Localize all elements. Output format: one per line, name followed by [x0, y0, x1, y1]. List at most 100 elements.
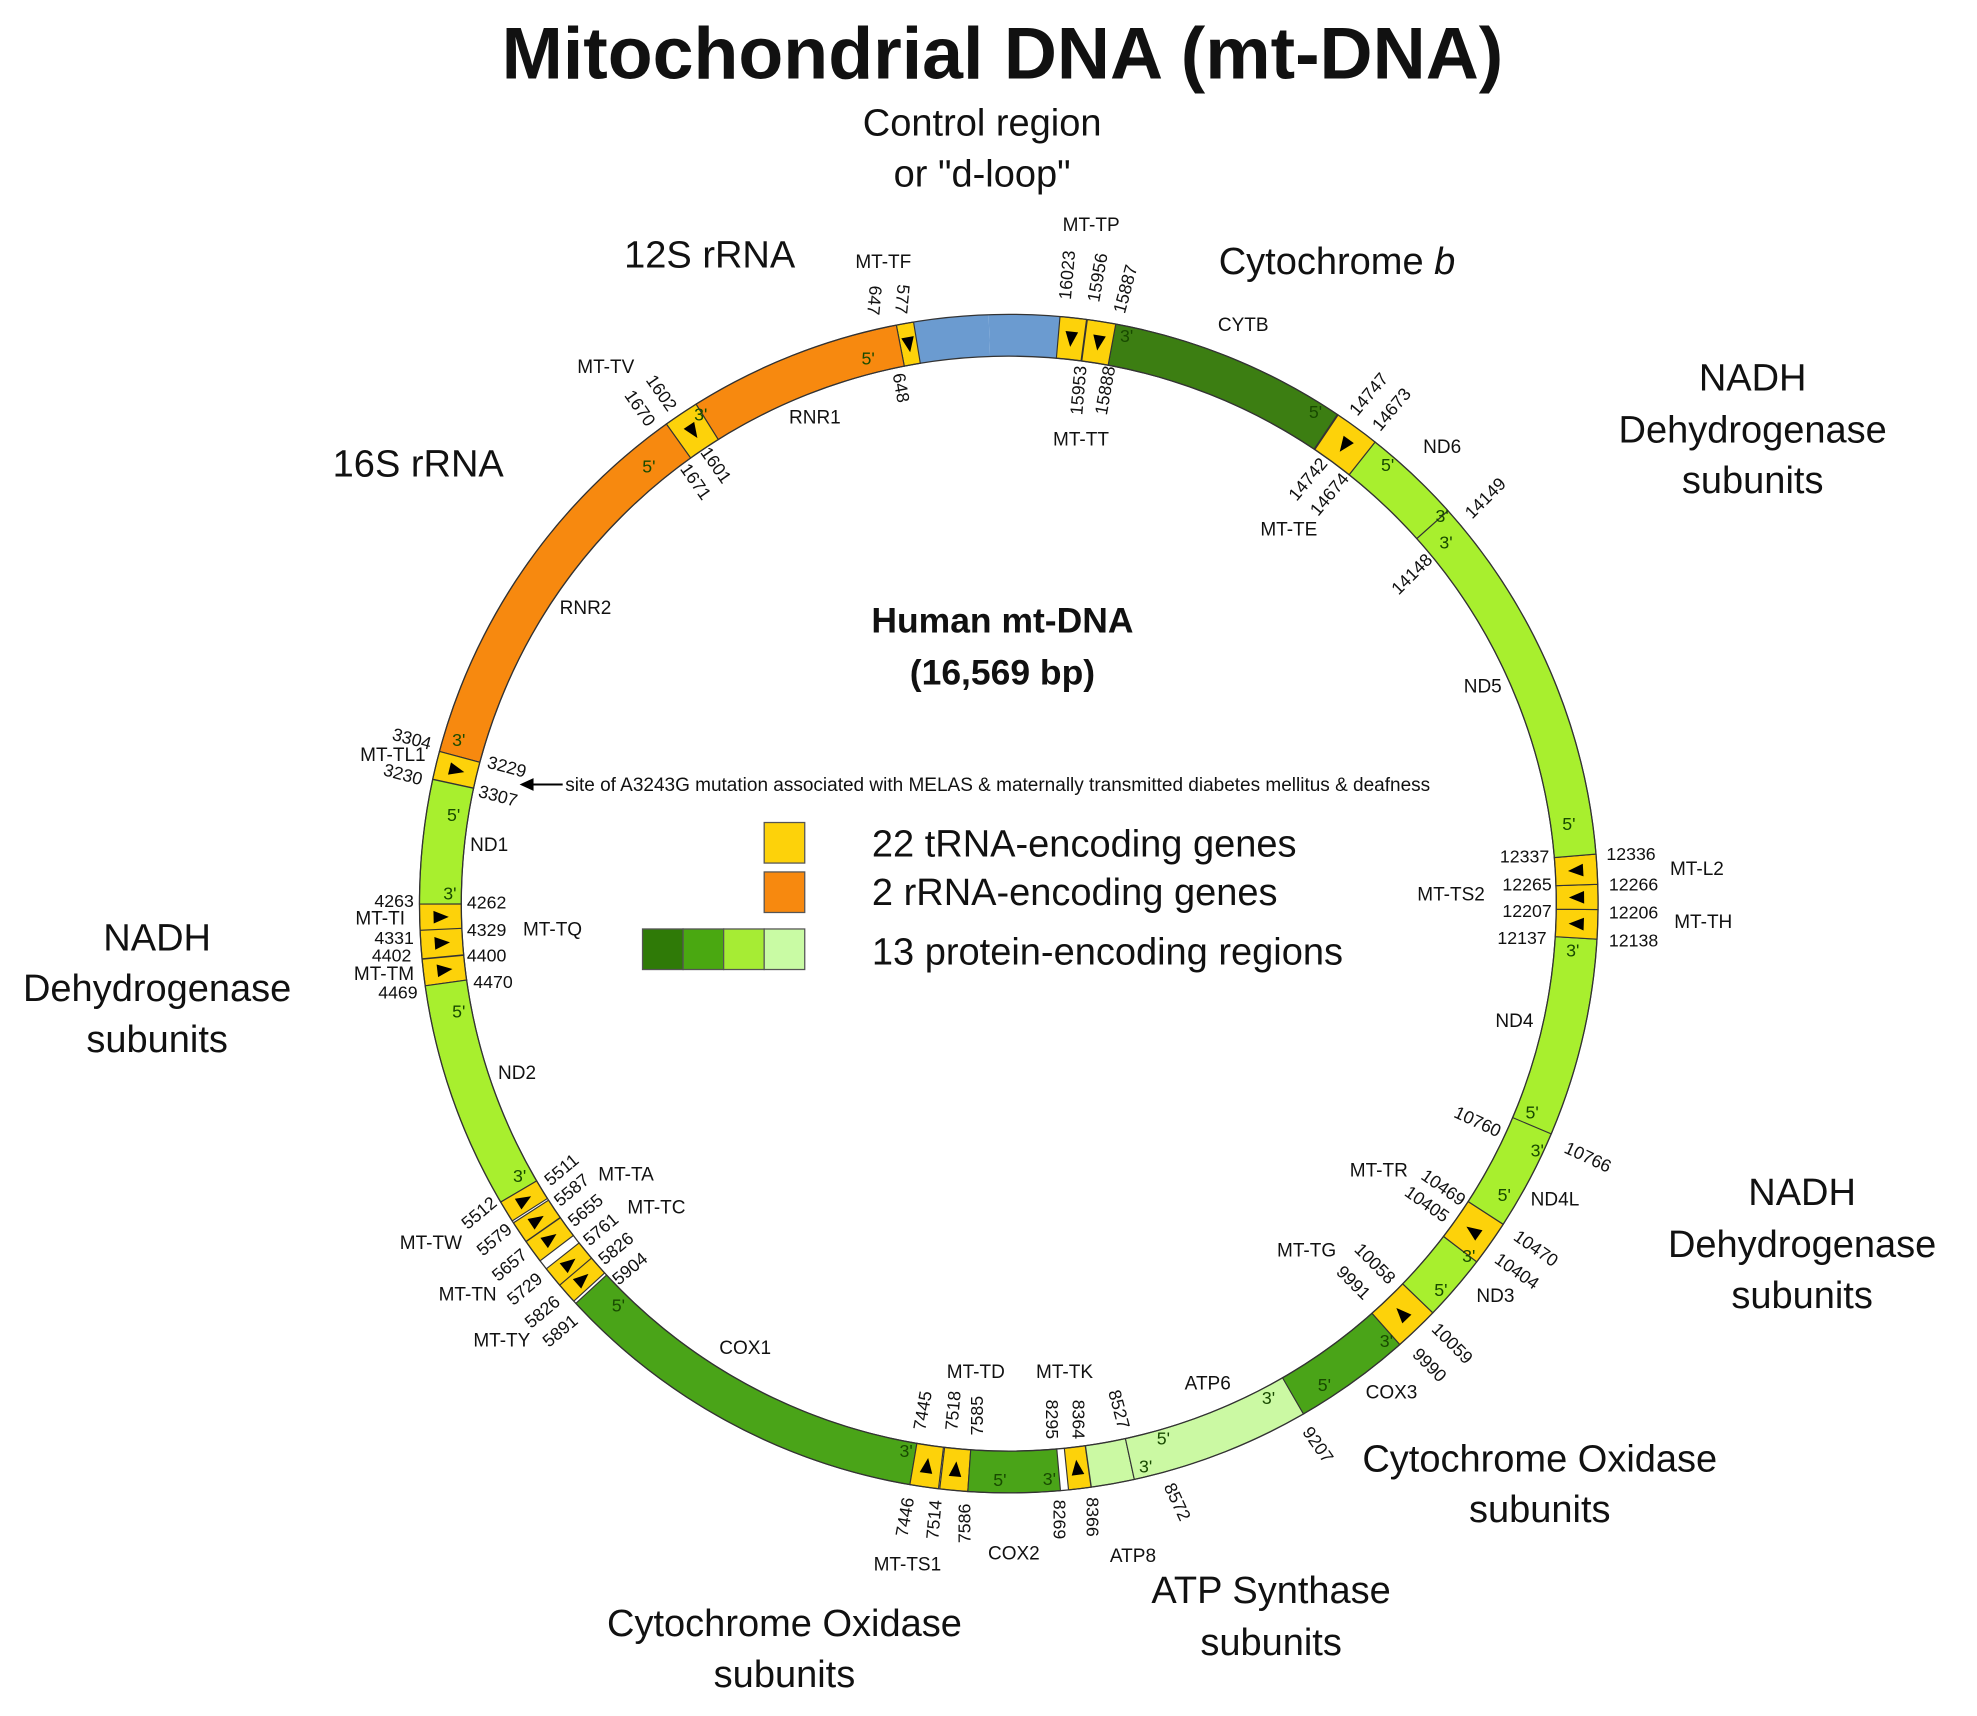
- mutation-note: site of A3243G mutation associated with …: [565, 775, 1430, 796]
- position-label: 7446: [892, 1496, 919, 1538]
- strand-end-label: 3': [899, 1441, 912, 1461]
- legend-swatch-protein-1: [641, 928, 684, 971]
- position-label: 12266: [1609, 875, 1658, 895]
- gene-label: ATP6: [1185, 1373, 1231, 1394]
- gene-label: ND2: [498, 1063, 536, 1084]
- strand-arrow-icon: [948, 1461, 962, 1478]
- strand-end-label: 3': [1380, 1331, 1393, 1351]
- strand-arrow-icon: [1568, 917, 1584, 931]
- strand-end-label: 5': [1498, 1185, 1511, 1205]
- legend-trna: 22 tRNA-encoding genes: [872, 824, 1297, 866]
- strand-end-label: 5': [1562, 814, 1575, 834]
- position-label: 577: [891, 284, 914, 315]
- strand-arrow-icon: [433, 910, 449, 924]
- strand-arrow-icon: [1339, 435, 1354, 452]
- gene-label: MT-TL1: [360, 745, 425, 766]
- gene-label: RNR2: [560, 598, 612, 619]
- strand-end-label: 5': [1309, 402, 1322, 422]
- strand-arrow-icon: [901, 336, 914, 353]
- gene-label: MT-TH: [1674, 912, 1732, 933]
- strand-arrow-icon: [919, 1457, 933, 1474]
- strand-arrow-icon: [540, 1234, 557, 1249]
- strand-end-label: 3': [1436, 506, 1449, 526]
- position-label: 648: [889, 372, 914, 405]
- gene-label: MT-TD: [947, 1362, 1005, 1383]
- strand-end-label: 3': [452, 730, 465, 750]
- strand-arrow-icon: [527, 1215, 544, 1230]
- strand-end-labels: 5'3'5'3'5'3'5'3'5'3'5'3'5'3'3'5'3'5'3'5'…: [443, 326, 1579, 1490]
- control-region-label-2: or "d-loop": [894, 153, 1071, 195]
- position-label: 10760: [1451, 1102, 1504, 1141]
- position-label: 4469: [378, 982, 418, 1002]
- position-label: 8527: [1104, 1388, 1134, 1431]
- position-label: 15888: [1091, 364, 1119, 416]
- strand-arrow-icon: [434, 937, 450, 950]
- gene-label: ATP8: [1110, 1546, 1156, 1567]
- strand-end-label: 3': [1120, 326, 1133, 346]
- cox-right-2: subunits: [1469, 1489, 1611, 1531]
- gene-label: COX2: [988, 1543, 1040, 1564]
- nadh-left-2: Dehydrogenase: [23, 968, 291, 1010]
- nadh-top-right-3: subunits: [1682, 460, 1824, 502]
- strand-arrow-icon: [1093, 334, 1106, 351]
- nadh-bottom-right-1: NADH: [1748, 1172, 1856, 1214]
- strand-end-label: 3': [1439, 532, 1452, 552]
- legend: 22 tRNA-encoding genes 2 rRNA-encoding g…: [641, 821, 1343, 973]
- nadh-left-3: subunits: [86, 1019, 228, 1061]
- legend-rrna: 2 rRNA-encoding genes: [872, 872, 1278, 914]
- gene-label: MT-TW: [400, 1233, 462, 1254]
- strand-end-label: 3': [1262, 1388, 1275, 1408]
- position-label: 15953: [1066, 365, 1090, 416]
- nadh-left-1: NADH: [103, 918, 211, 960]
- strand-end-label: 3': [694, 404, 707, 424]
- position-label: 12137: [1497, 928, 1546, 948]
- position-label: 8366: [1082, 1497, 1102, 1537]
- position-label: 4402: [372, 946, 411, 966]
- strand-end-label: 5': [993, 1470, 1006, 1490]
- gene-label: MT-TV: [577, 357, 634, 378]
- ring-border: [460, 355, 1557, 1452]
- strand-arrow-icon: [1396, 1308, 1412, 1324]
- position-label: 7514: [922, 1499, 945, 1540]
- cytochrome-b-label: Cytochrome b: [1219, 241, 1456, 283]
- nadh-bottom-right-2: Dehydrogenase: [1668, 1224, 1936, 1266]
- cox-right-1: Cytochrome Oxidase: [1362, 1438, 1717, 1480]
- gene-label: MT-TG: [1277, 1240, 1336, 1261]
- atp-synthase-1: ATP Synthase: [1151, 1570, 1390, 1612]
- gene-label: MT-TA: [598, 1164, 654, 1185]
- gene-label: MT-TS2: [1417, 884, 1485, 905]
- gene-label: MT-TS1: [874, 1555, 942, 1576]
- position-label: 7518: [941, 1390, 964, 1431]
- position-label: 9990: [1409, 1344, 1451, 1386]
- position-label: 15887: [1109, 263, 1141, 316]
- segment-cytb: [1107, 323, 1339, 450]
- strand-end-label: 3': [1566, 941, 1579, 961]
- region-labels: Control region or "d-loop" 12S rRNA 16S …: [23, 103, 1936, 1696]
- gene-label: COX1: [719, 1338, 771, 1359]
- strand-end-label: 5': [612, 1295, 625, 1315]
- strand-end-label: 3': [1462, 1246, 1475, 1266]
- strand-end-label: 3': [443, 883, 456, 903]
- position-label: 12265: [1502, 875, 1551, 895]
- strand-end-label: 5': [1434, 1280, 1447, 1300]
- strand-arrow-icon: [1466, 1226, 1483, 1241]
- position-label: 12207: [1502, 901, 1551, 921]
- mutation-arrow-icon: [519, 778, 534, 791]
- gene-label: ND1: [470, 835, 508, 856]
- position-label: 7585: [967, 1396, 987, 1436]
- gene-label: MT-TF: [855, 252, 911, 273]
- strand-end-label: 5': [642, 456, 655, 476]
- position-label: 12138: [1609, 930, 1658, 950]
- strand-arrow-icon: [1065, 331, 1079, 347]
- strand-end-label: 5': [1526, 1103, 1539, 1123]
- genome-size: (16,569 bp): [910, 652, 1095, 692]
- strand-arrow-icon: [559, 1258, 576, 1274]
- position-label: 4470: [473, 972, 513, 992]
- position-label: 7586: [954, 1503, 974, 1543]
- legend-swatch-protein-2: [682, 928, 725, 971]
- gene-label: ND6: [1423, 437, 1461, 458]
- strand-end-label: 3': [1531, 1141, 1544, 1161]
- control-region-label: Control region: [863, 103, 1102, 145]
- 16s-rrna-label: 16S rRNA: [333, 444, 505, 486]
- position-label: 4263: [374, 891, 414, 911]
